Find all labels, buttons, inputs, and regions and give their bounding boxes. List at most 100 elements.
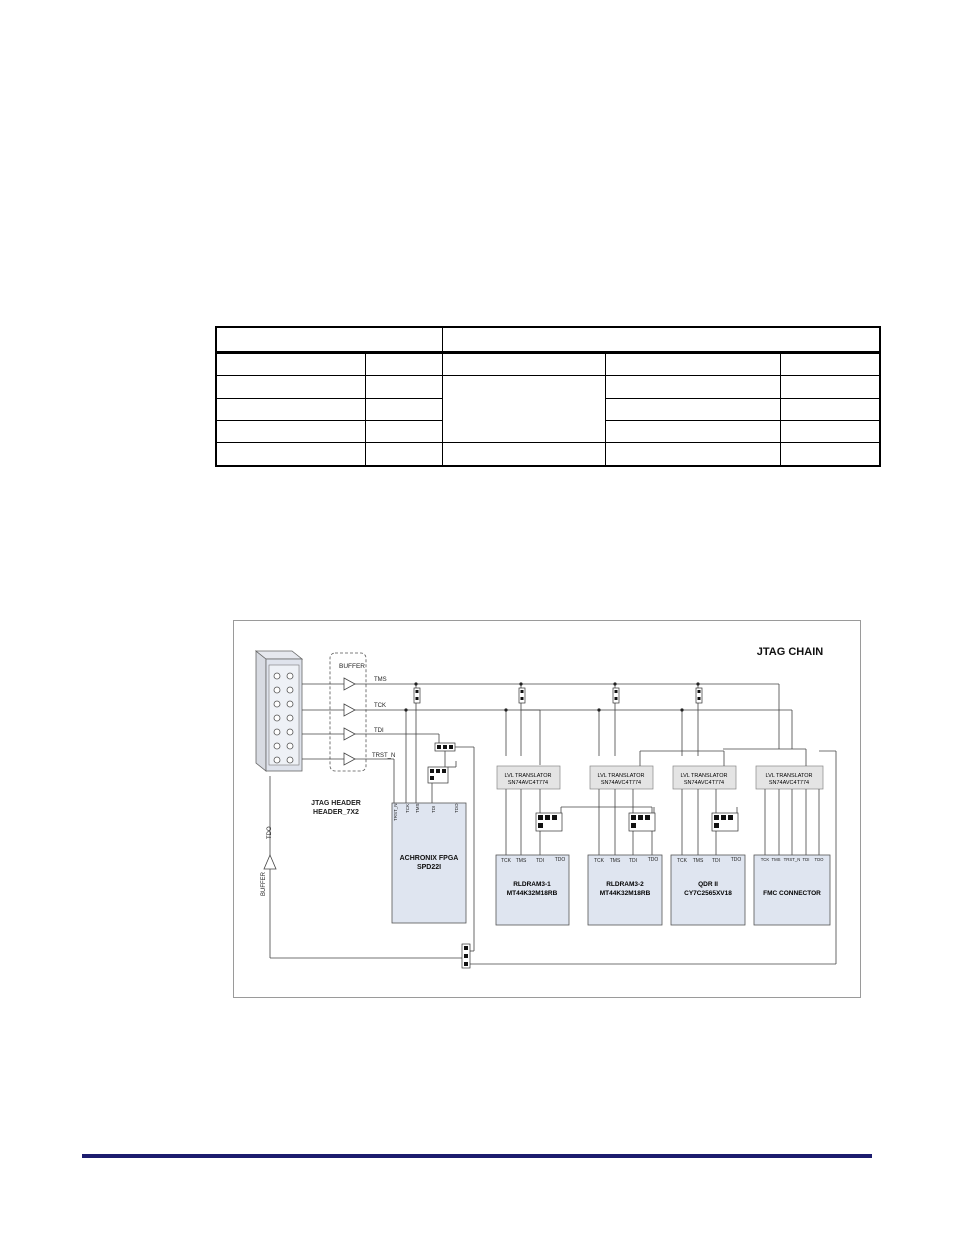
trst-label: TRST_N (372, 753, 395, 759)
table-cell (779, 351, 881, 377)
device-pin-label: TMS (693, 858, 704, 864)
table-cell (779, 442, 881, 468)
buffer-group (329, 652, 367, 772)
device-pin-label: TDI (803, 857, 810, 862)
jtag-chain-diagram: JTAG CHAIN JTAG HEADER HEADER_7X2 BUFFER… (254, 646, 837, 969)
device-pin-label: TDI (712, 858, 720, 864)
device-pin-label: TDO (814, 857, 824, 862)
fpga-block (391, 802, 467, 924)
buffer-triangles (343, 677, 356, 766)
table-cell (779, 375, 881, 399)
fpga-part: SPD22I (417, 864, 441, 871)
translator-part: SN74AVC4T774 (508, 780, 548, 786)
tms-label: TMS (374, 677, 387, 683)
device-pin-label: TMS (610, 858, 621, 864)
level-translator: LVL TRANSLATOR SN74AVC4T774 (496, 765, 561, 790)
translator-part: SN74AVC4T774 (684, 780, 724, 786)
diagram-title: JTAG CHAIN (757, 646, 823, 658)
translator-label: LVL TRANSLATOR (680, 773, 727, 779)
device-pin-label: TRST_N (784, 857, 801, 862)
table-cell (364, 420, 443, 444)
level-translator: LVL TRANSLATOR SN74AVC4T774 (589, 765, 654, 790)
table-row (215, 420, 881, 444)
buffer-label: BUFFER (339, 663, 365, 670)
fpga-pin-label: TCK (405, 804, 410, 813)
left-tdo-label: TDO (267, 826, 273, 839)
device-pin-label: TCK (501, 858, 512, 864)
translator-part: SN74AVC4T774 (601, 780, 641, 786)
device-pin-label: TMS (771, 857, 780, 862)
jtag-header-label: JTAG HEADER (311, 800, 361, 807)
table-cell (215, 325, 443, 354)
device-name: QDR II (698, 881, 718, 888)
fpga-pins: TRST_N TCK TMS TDI TDO (393, 803, 459, 821)
table-cell (215, 397, 366, 422)
footer-rule (82, 1154, 872, 1158)
translator-part: SN74AVC4T774 (769, 780, 809, 786)
tdi-label: TDI (374, 728, 384, 734)
device-pin-label: TDO (731, 857, 742, 863)
table-cell (604, 375, 781, 399)
jtag-header-part-label: HEADER_7X2 (313, 809, 359, 816)
device-pin-label: TMS (516, 858, 527, 864)
table-cell (215, 375, 366, 399)
device-pin-label: TCK (761, 857, 770, 862)
table-cell (779, 397, 881, 422)
table-cell (364, 397, 443, 422)
device-name: FMC CONNECTOR (763, 890, 821, 897)
device-wires (269, 748, 837, 965)
fpga-pin-label: TRST_N (393, 803, 398, 821)
device-name: RLDRAM3-1 (513, 881, 551, 888)
device-pin-label: TCK (677, 858, 688, 864)
table-cell (215, 420, 366, 444)
device-part: MT44K32M18RB (600, 890, 651, 897)
translator-label: LVL TRANSLATOR (765, 773, 812, 779)
table-header-row (215, 325, 881, 354)
table-cell (215, 351, 366, 377)
device-blocks: TCK TMS TDI TDO RLDRAM3-1 MT44K32M18RB T… (495, 854, 831, 926)
table-cell (441, 351, 606, 377)
table-cell (441, 442, 606, 468)
table-cell (604, 442, 781, 468)
tdo-return-jumper (461, 943, 471, 969)
chain-jumpers (535, 812, 739, 832)
level-translators: LVL TRANSLATOR SN74AVC4T774 LVL TRANSLAT… (496, 765, 824, 790)
junction-dots (404, 682, 700, 712)
fpga-name: ACHRONIX FPGA (400, 855, 459, 862)
table-cell (364, 375, 443, 399)
translator-label: LVL TRANSLATOR (597, 773, 644, 779)
blank-table (215, 325, 881, 468)
table-cell (364, 351, 443, 377)
table-cell (604, 420, 781, 444)
tdo-buffer-triangle (263, 853, 277, 870)
table-row (215, 351, 881, 377)
jtag-header-connector (254, 650, 304, 772)
table-row (215, 442, 881, 468)
device-pin-label: TDI (629, 858, 637, 864)
jtag-chain-figure: JTAG CHAIN JTAG HEADER HEADER_7X2 BUFFER… (233, 620, 861, 998)
jtag-buses (355, 683, 793, 803)
header-pins (273, 672, 294, 764)
device-block: TCK TMS TDI TDO QDR II CY7C2565XV18 (670, 854, 746, 926)
fpga-pin-label: TDO (454, 803, 459, 813)
table-cell (604, 351, 781, 377)
device-pin-label: TDO (555, 857, 566, 863)
device-block: TCK TMS TDI TDO RLDRAM3-1 MT44K32M18RB (495, 854, 570, 926)
table-cell (779, 420, 881, 444)
left-buffer-label: BUFFER (261, 871, 267, 896)
device-pin-label: TDO (648, 857, 659, 863)
fpga-tdi-jumper (427, 742, 456, 784)
tck-label: TCK (374, 703, 386, 709)
fpga-tdi-wires (431, 746, 475, 951)
fpga-pin-label: TMS (415, 804, 420, 814)
fpga-pin-label: TDI (431, 806, 436, 813)
device-pin-label: TCK (594, 858, 605, 864)
device-pin-label: TDI (536, 858, 544, 864)
device-block: TCK TMS TRST_N TDI TDO FMC CONNECTOR (753, 854, 831, 926)
table-cell (441, 375, 606, 444)
table-cell (441, 325, 881, 354)
level-translator: LVL TRANSLATOR SN74AVC4T774 (672, 765, 737, 790)
table-cell (364, 442, 443, 468)
header-signal-lines (302, 683, 344, 760)
table-cell (604, 397, 781, 422)
